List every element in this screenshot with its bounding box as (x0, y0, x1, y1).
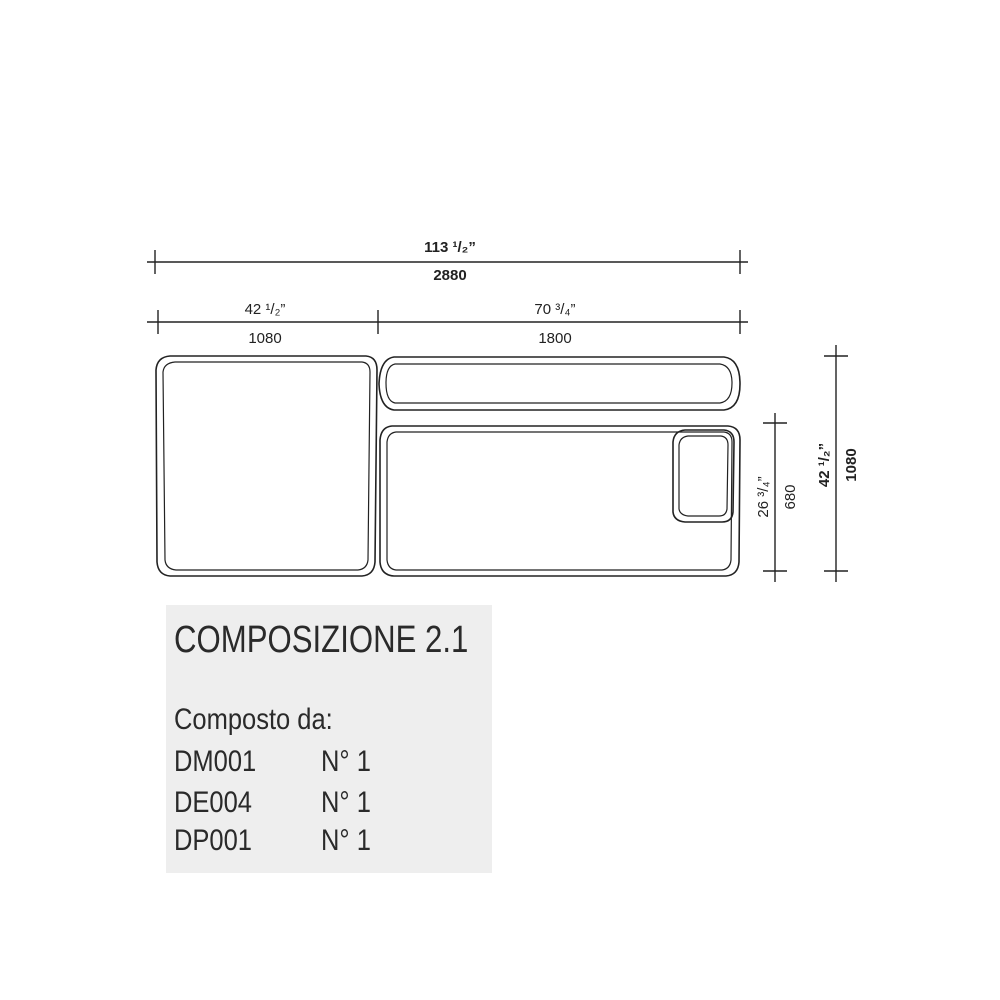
right-seat-module (379, 425, 741, 577)
item-code: DM001 (174, 745, 257, 778)
total-depth-dimension: 42 ¹/₂” 1080 (816, 345, 860, 582)
composition-title: COMPOSIZIONE 2.1 (174, 619, 469, 661)
item-quantity: N° 1 (321, 745, 371, 778)
left-width-mm: 1080 (248, 330, 281, 347)
total-depth-mm: 1080 (843, 448, 860, 481)
item-code: DP001 (174, 824, 252, 857)
sofa-plan-drawing: 113 ¹/₂” 2880 42 ¹/₂” 1080 70 ³/₄” 1800 (147, 239, 860, 582)
total-width-dimension: 113 ¹/₂” 2880 (147, 239, 748, 284)
right-width-mm: 1800 (538, 330, 571, 347)
composition-info-box: COMPOSIZIONE 2.1 Composto da: DM001 N° 1… (166, 605, 492, 873)
partial-depth-inches: 26 ³/₄” (755, 476, 772, 517)
total-width-mm: 2880 (433, 267, 466, 284)
item-code: DE004 (174, 786, 252, 819)
composition-subtitle: Composto da: (174, 703, 333, 736)
cushion-module (672, 429, 735, 523)
partial-depth-dimension: 26 ³/₄” 680 (755, 413, 799, 582)
left-width-inches: 42 ¹/₂” (245, 301, 286, 318)
partial-depth-mm: 680 (782, 484, 799, 509)
total-depth-inches: 42 ¹/₂” (816, 443, 833, 487)
total-width-inches: 113 ¹/₂” (424, 239, 476, 256)
item-quantity: N° 1 (321, 786, 371, 819)
left-seat-module (155, 355, 378, 577)
section-width-dimensions: 42 ¹/₂” 1080 70 ³/₄” 1800 (147, 301, 748, 347)
item-quantity: N° 1 (321, 824, 371, 857)
right-backrest-module (378, 356, 741, 411)
right-width-inches: 70 ³/₄” (534, 301, 575, 318)
